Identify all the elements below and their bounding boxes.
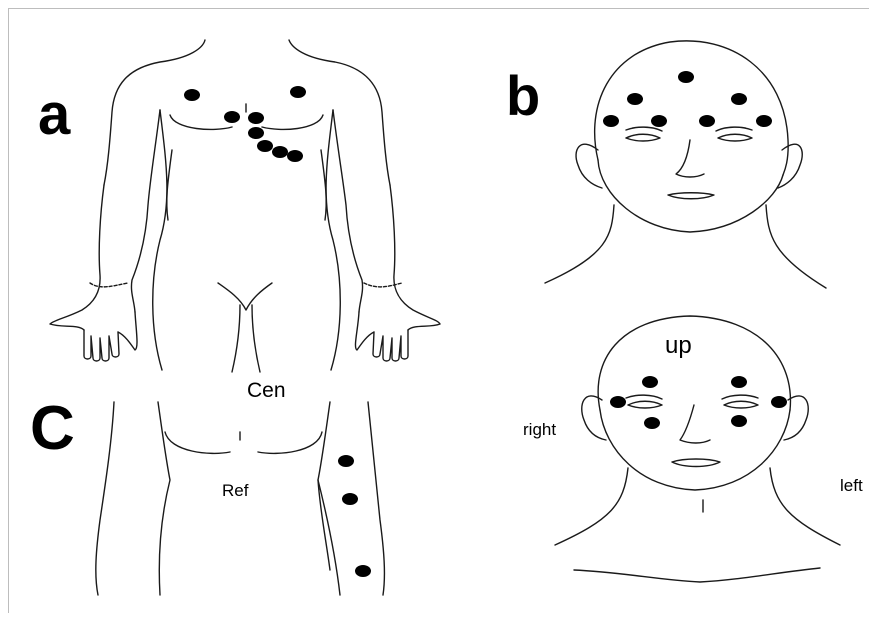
electrode-dot — [731, 93, 747, 105]
electrode-dot — [756, 115, 772, 127]
electrode-dot — [184, 89, 200, 101]
electrode-dot — [342, 493, 358, 505]
electrode-dot — [272, 146, 288, 158]
center-label: Cen — [247, 380, 286, 401]
electrode-dot — [644, 417, 660, 429]
electrode-dot — [355, 565, 371, 577]
direction-up-label: up — [665, 334, 692, 358]
direction-left-label: left — [840, 477, 863, 494]
electrode-dot — [678, 71, 694, 83]
panel-label-a: a — [38, 86, 70, 144]
electrode-dot — [771, 396, 787, 408]
electrode-dot — [731, 415, 747, 427]
electrode-group-a — [184, 86, 306, 162]
electrode-dot — [731, 376, 747, 388]
electrode-dot — [610, 396, 626, 408]
electrode-group-c — [338, 455, 371, 577]
electrode-dot — [338, 455, 354, 467]
panel-label-b: b — [506, 68, 540, 124]
electrode-dot — [603, 115, 619, 127]
electrode-group-b — [603, 71, 772, 127]
electrode-dot — [248, 112, 264, 124]
electrode-dot — [257, 140, 273, 152]
electrode-dot — [642, 376, 658, 388]
electrode-dot — [248, 127, 264, 139]
electrode-dot — [699, 115, 715, 127]
reference-label: Ref — [222, 482, 248, 499]
electrode-dot — [627, 93, 643, 105]
torso-outline-a — [50, 40, 440, 372]
panel-label-c: C — [30, 398, 75, 460]
direction-right-label: right — [523, 421, 556, 438]
electrode-dot — [287, 150, 303, 162]
electrode-dot — [224, 111, 240, 123]
head-outline-lower — [555, 316, 840, 582]
electrode-dot — [290, 86, 306, 98]
electrode-dot — [651, 115, 667, 127]
